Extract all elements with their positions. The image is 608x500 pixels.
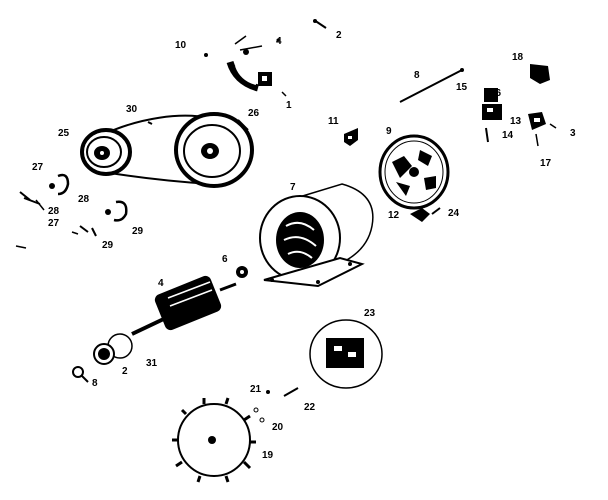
callout-19: 19 (262, 450, 274, 461)
callout-25: 25 (58, 128, 70, 139)
callout-10: 10 (175, 40, 187, 51)
small-parts-left (15, 173, 128, 249)
motor-housing (259, 183, 374, 288)
callout-31: 31 (146, 358, 158, 369)
callout-29-b: 29 (102, 240, 114, 251)
callout-2-top: 2 (336, 30, 342, 41)
callout-4-top: 4 (276, 36, 282, 47)
callout-2: 2 (122, 366, 128, 377)
callout-11: 11 (328, 116, 339, 127)
callout-15: 15 (456, 82, 468, 93)
nut-bolt (410, 207, 441, 222)
callout-17: 17 (540, 158, 552, 169)
callout-14: 14 (502, 130, 514, 141)
callout-27-b: 27 (48, 218, 60, 229)
callout-28-a: 28 (78, 194, 90, 205)
callout-21: 21 (250, 384, 262, 395)
callout-7: 7 (290, 182, 296, 193)
armature (131, 275, 237, 336)
callout-23: 23 (364, 308, 376, 319)
callout-6: 6 (222, 254, 228, 265)
screw-washers (253, 387, 299, 423)
clip-part (344, 128, 358, 146)
callout-28-b: 28 (48, 206, 60, 217)
callout-30: 30 (126, 104, 138, 115)
screw-top (313, 19, 327, 29)
bearing-washer (93, 333, 133, 365)
fan-small (236, 266, 248, 278)
callout-24: 24 (448, 208, 460, 219)
callout-29-a: 29 (132, 226, 144, 237)
callout-1: 1 (286, 100, 292, 111)
belt-pulleys (80, 112, 254, 188)
callout-3: 3 (570, 128, 576, 139)
callout-27-a: 27 (32, 162, 44, 173)
callout-labels: 2 10 4 1 8 18 15 16 13 14 3 17 30 26 25 … (32, 30, 576, 461)
cooling-fan (172, 397, 256, 483)
switch-assembly (204, 35, 287, 97)
end-bell (378, 134, 450, 210)
ring-small (72, 366, 89, 383)
bracket-parts (482, 64, 557, 147)
callout-12: 12 (388, 210, 400, 221)
callout-26: 26 (248, 108, 260, 119)
callout-9: 9 (386, 126, 392, 137)
callout-4: 4 (158, 278, 164, 289)
shaft-rod (399, 68, 464, 103)
callout-22: 22 (304, 402, 316, 413)
callout-16: 16 (490, 88, 502, 99)
callout-8-top: 8 (414, 70, 420, 81)
callout-18: 18 (512, 52, 524, 63)
callout-20: 20 (272, 422, 284, 433)
callout-13: 13 (510, 116, 522, 127)
brush-plate (309, 319, 383, 389)
callout-8: 8 (92, 378, 98, 389)
